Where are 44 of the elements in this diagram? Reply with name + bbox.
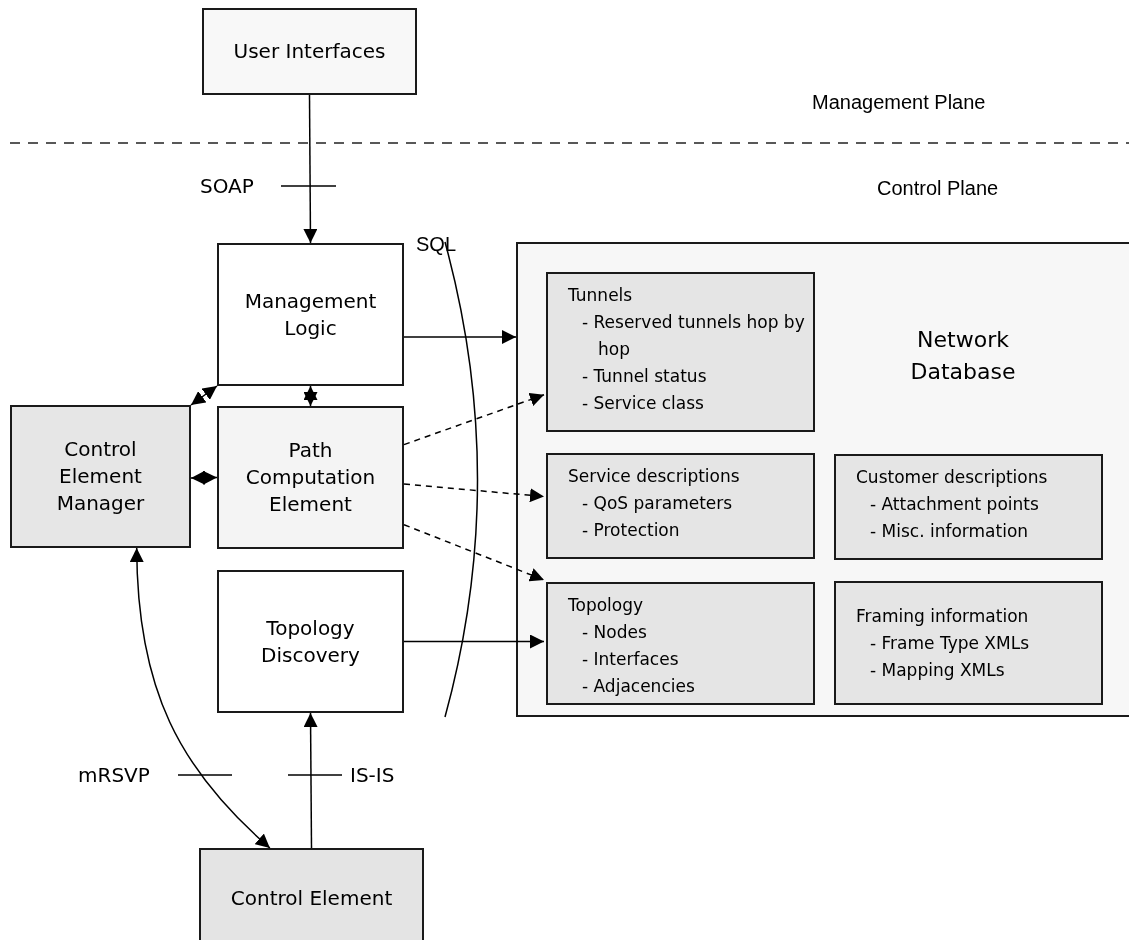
plane-label: Management Plane xyxy=(812,90,986,115)
arrow xyxy=(303,94,318,244)
section-heading: Framing information xyxy=(856,604,1030,628)
arrow xyxy=(403,634,545,649)
table-box xyxy=(546,272,815,432)
section-heading: Topology xyxy=(568,594,645,617)
arrow xyxy=(303,385,318,407)
process-box: User Interfaces xyxy=(202,8,417,95)
section-heading: Tunnels xyxy=(568,284,634,307)
list-item: - Protection xyxy=(581,519,681,542)
list-item: - Service class xyxy=(581,392,705,415)
arrow xyxy=(403,330,517,344)
section-heading: Customer descriptions xyxy=(856,466,1049,489)
arrow xyxy=(403,523,545,582)
list-item: - Interfaces xyxy=(581,648,680,671)
list-item: - Misc. information xyxy=(869,520,1030,543)
process-box: Control Element Manager xyxy=(10,405,191,548)
process-box: Control Element xyxy=(199,848,424,940)
database-panel xyxy=(516,242,1129,717)
table-box xyxy=(546,453,815,559)
arrow xyxy=(190,470,218,485)
list-item: - Reserved tunnels hop by hop xyxy=(581,311,805,361)
arrow xyxy=(403,392,545,446)
table-box xyxy=(546,582,815,705)
process-box: Path Computation Element xyxy=(217,406,404,549)
panel-title: Network Database xyxy=(909,326,1017,386)
list-item: - Frame Type XMLs xyxy=(869,631,1030,655)
list-item: - QoS parameters xyxy=(581,492,734,515)
table-box xyxy=(834,581,1103,705)
list-item: - Mapping XMLs xyxy=(869,658,1006,682)
section-heading: Service descriptions xyxy=(568,465,741,488)
list-item: - Adjacencies xyxy=(581,675,696,698)
arrow xyxy=(403,483,545,503)
table-box xyxy=(834,454,1103,560)
list-item: - Tunnel status xyxy=(581,365,708,388)
process-box: Topology Discovery xyxy=(217,570,404,713)
arrow xyxy=(130,547,271,849)
arrow xyxy=(190,385,218,406)
plane-label: SQL xyxy=(416,232,457,257)
plane-label: Control Plane xyxy=(877,176,999,201)
list-item: - Nodes xyxy=(581,621,648,644)
list-item: - Attachment points xyxy=(869,493,1040,516)
process-box: Management Logic xyxy=(217,243,404,386)
arrow xyxy=(303,712,318,849)
